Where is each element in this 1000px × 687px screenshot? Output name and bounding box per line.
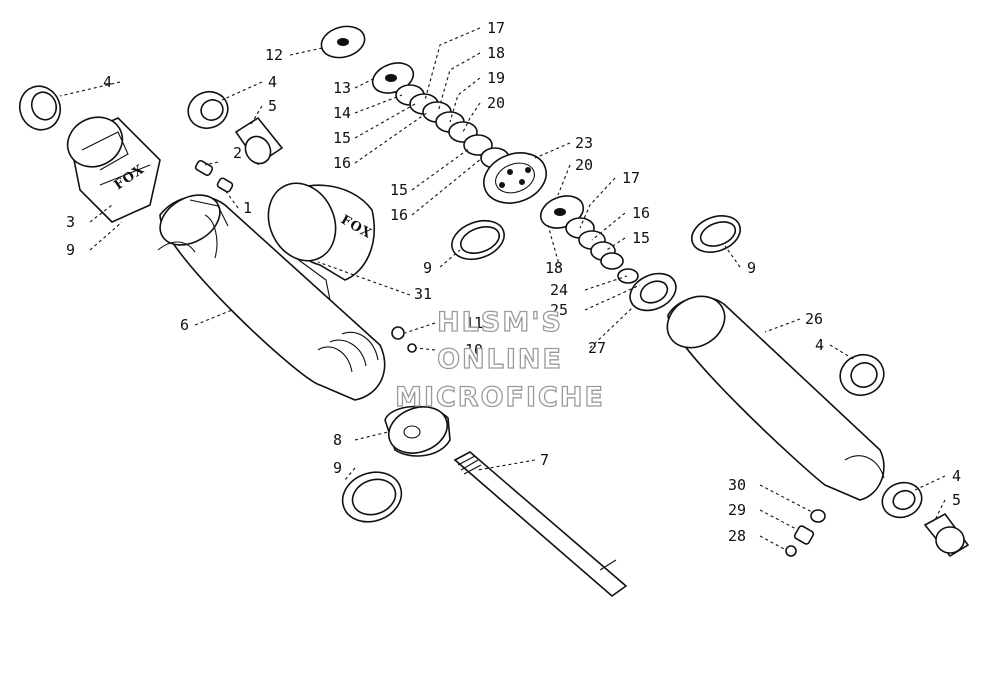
callout-20-right: 20 (575, 156, 593, 174)
callout-3: 3 (66, 213, 75, 231)
watermark-line-1: HLSM'S (437, 307, 563, 338)
callout-11: 11 (465, 314, 483, 332)
callout-26: 26 (805, 310, 823, 328)
part-sleeve-left (234, 116, 284, 166)
callout-29: 29 (728, 501, 746, 519)
part-grease-fittings (194, 159, 234, 193)
part-shock-body-right (666, 295, 885, 501)
callout-17-right: 17 (622, 169, 640, 187)
part-ring-lower-left (341, 471, 403, 523)
callout-10: 10 (465, 341, 483, 359)
callout-24: 24 (550, 281, 568, 299)
callout-28: 28 (728, 527, 746, 545)
leader-lines (59, 27, 946, 551)
callout-5-right: 5 (952, 491, 961, 509)
callout-9-right: 9 (747, 259, 756, 277)
callout-5-top: 5 (268, 97, 277, 115)
part-bushing-mid (187, 90, 229, 130)
callout-15: 15 (333, 129, 351, 147)
part-ring-right-top (690, 215, 742, 253)
part-seal-head (629, 272, 677, 312)
callout-labels: 12 13 14 15 16 17 18 19 20 23 15 16 20 1… (66, 19, 961, 545)
callout-15-lower: 15 (390, 181, 408, 199)
callout-7: 7 (540, 451, 549, 469)
callout-17: 17 (487, 19, 505, 37)
callout-15-right: 15 (632, 229, 650, 247)
part-bushing-left-top (18, 85, 62, 131)
callout-1: 1 (243, 199, 252, 217)
callout-27: 27 (588, 339, 606, 357)
callout-2: 2 (233, 144, 242, 162)
part-reservoir-cap: FOX (267, 182, 375, 301)
part-shaft (453, 451, 628, 598)
part-bushing-right-low (881, 481, 923, 519)
callout-30: 30 (728, 476, 746, 494)
part-washer-12 (320, 25, 366, 59)
callout-4-right-low: 4 (952, 467, 961, 485)
callout-9-lower-left: 9 (333, 459, 342, 477)
part-valve-stack (371, 62, 510, 169)
callout-16-right: 16 (632, 204, 650, 222)
callout-4-top-left: 4 (103, 73, 112, 91)
watermark-line-3: MICROFICHE (395, 382, 605, 413)
callout-16: 16 (333, 154, 351, 172)
callout-19: 19 (487, 69, 505, 87)
callout-13: 13 (333, 79, 351, 97)
callout-18: 18 (487, 44, 505, 62)
part-body-cap-eyelet: FOX (66, 116, 161, 223)
callout-9-center: 9 (423, 259, 432, 277)
callout-9-left: 9 (66, 241, 75, 259)
callout-12: 12 (265, 46, 283, 64)
part-ring-center (451, 219, 505, 261)
callout-25: 25 (550, 301, 568, 319)
callout-31: 31 (414, 285, 432, 303)
part-reservoir-body (157, 194, 386, 401)
part-sleeve-right (923, 512, 970, 558)
callout-23: 23 (575, 134, 593, 152)
part-piston (483, 152, 547, 204)
callout-4-right-mid: 4 (815, 336, 824, 354)
part-bearing-eyelet-8 (384, 405, 451, 457)
callout-8: 8 (333, 431, 342, 449)
part-small-balls (391, 326, 417, 353)
callout-18-right: 18 (545, 259, 563, 277)
callout-4-top-mid: 4 (268, 73, 277, 91)
part-valve-and-ball-right (785, 509, 826, 557)
callout-16-lower: 16 (390, 206, 408, 224)
watermark-line-2: ONLINE (437, 344, 563, 375)
callout-6: 6 (180, 316, 189, 334)
part-bushing-right-mid (839, 353, 885, 397)
callout-20: 20 (487, 94, 505, 112)
watermark: HLSM'S ONLINE MICROFICHE (394, 306, 605, 413)
callout-14: 14 (333, 104, 351, 122)
